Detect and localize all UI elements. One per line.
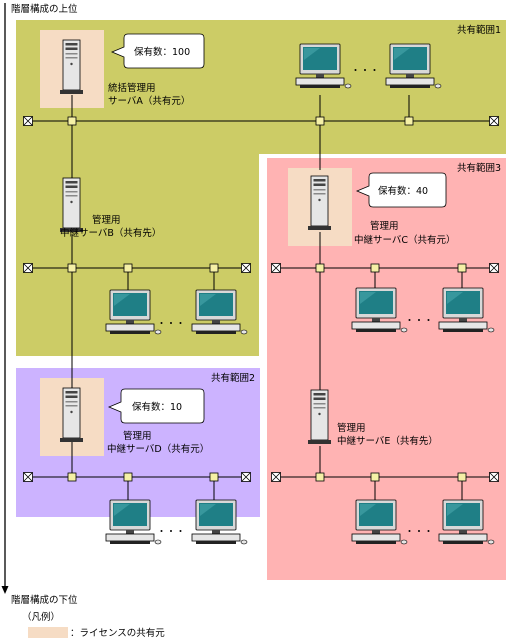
server-d-label-1: 管理用	[123, 430, 152, 442]
network-junction	[370, 472, 380, 482]
server-c-icon	[307, 175, 332, 231]
network-terminator	[23, 263, 33, 273]
hierarchy-bottom-label: 階層構成の下位	[11, 594, 78, 606]
network-junction	[209, 472, 219, 482]
server-a-icon	[59, 39, 84, 95]
legend-swatch	[28, 627, 68, 638]
network-junction	[315, 263, 325, 273]
network-terminator	[23, 472, 33, 482]
zone1-label: 共有範囲1	[457, 24, 501, 36]
server-e-label-2: 中継サーバE（共有先）	[337, 435, 438, 447]
network-terminator	[489, 116, 499, 126]
server-b-icon	[59, 177, 84, 233]
legend-item-label: ：ライセンスの共有元	[70, 627, 165, 639]
network-terminator	[23, 116, 33, 126]
server-a-label-2: サーバA（共有元）	[108, 95, 190, 107]
network-junction	[67, 472, 77, 482]
server-e-label-1: 管理用	[337, 422, 366, 434]
network-junction	[123, 472, 133, 482]
hierarchy-top-label: 階層構成の上位	[11, 3, 78, 15]
network-junction	[457, 263, 467, 273]
pc-ellipsis: ・・・	[157, 527, 186, 538]
count-c-text: 保有数：40	[378, 185, 428, 197]
server-a-label-1: 統括管理用	[108, 82, 156, 94]
network-terminator	[271, 472, 281, 482]
pc-ellipsis: ・・・	[405, 527, 434, 538]
network-junction	[67, 263, 77, 273]
server-c-label-2: 中継サーバC（共有元）	[354, 234, 456, 246]
network-junction	[404, 116, 414, 126]
network-terminator	[489, 472, 499, 482]
server-b-label-2: 中継サーバB（共有先）	[60, 227, 161, 239]
pc-ellipsis: ・・・	[405, 316, 434, 327]
network-junction	[457, 472, 467, 482]
hierarchy-arrow-head	[1, 586, 9, 594]
count-callout-a: 保有数：100	[110, 33, 205, 69]
zone1-area	[16, 20, 506, 356]
zone3-label: 共有範囲3	[457, 162, 501, 174]
network-junction	[370, 263, 380, 273]
network-junction	[315, 116, 325, 126]
network-junction	[315, 472, 325, 482]
pc-ellipsis: ・・・	[157, 319, 186, 330]
network-terminator	[271, 263, 281, 273]
count-callout-c: 保有数：40	[355, 172, 447, 208]
server-d-icon	[59, 387, 84, 443]
count-a-text: 保有数：100	[134, 46, 190, 58]
zone2-label: 共有範囲2	[211, 372, 255, 384]
count-callout-d: 保有数：10	[107, 388, 205, 424]
network-junction	[123, 263, 133, 273]
server-d-label-2: 中継サーバD（共有元）	[107, 443, 209, 455]
network-terminator	[241, 263, 251, 273]
server-e-icon	[307, 389, 332, 445]
network-lines	[28, 95, 494, 500]
server-c-label-1: 管理用	[370, 220, 399, 232]
network-junction	[67, 116, 77, 126]
pc-ellipsis: ・・・	[351, 66, 380, 77]
count-d-text: 保有数：10	[132, 401, 182, 413]
legend-title: （凡例）	[22, 611, 60, 623]
server-b-label-1: 管理用	[92, 214, 121, 226]
network-junction	[209, 263, 219, 273]
network-terminator	[489, 263, 499, 273]
network-terminator	[241, 472, 251, 482]
